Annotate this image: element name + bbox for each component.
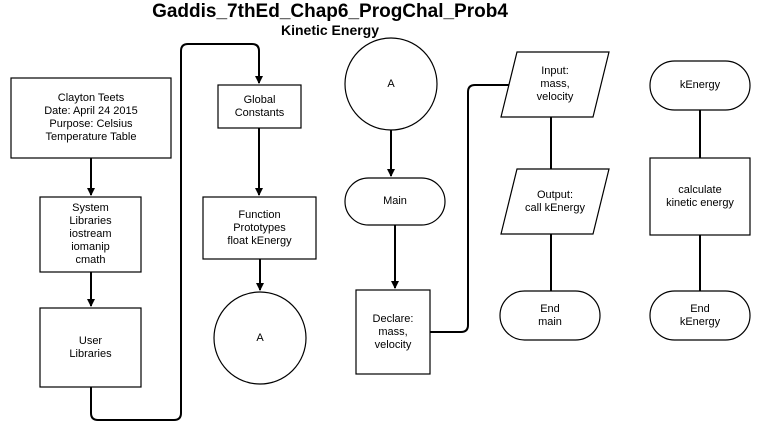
user-libraries-node [39, 307, 142, 388]
diagram-title: Gaddis_7thEd_Chap6_ProgChal_Prob4 [152, 1, 508, 22]
declare-node [355, 289, 431, 375]
global-constants-node [217, 84, 302, 129]
connector-out-node [213, 291, 307, 385]
end-kenergy-node [649, 290, 751, 341]
system-libraries-node [39, 196, 142, 273]
output-node [500, 168, 610, 235]
function-prototypes-node [202, 196, 317, 260]
calculate-node [649, 157, 751, 236]
main-node [344, 177, 446, 226]
end-main-node [499, 290, 601, 341]
input-node [500, 51, 610, 118]
edge-declare-to-input [430, 84, 509, 333]
diagram-subtitle: Kinetic Energy [280, 22, 380, 38]
connector-in-node [344, 37, 438, 131]
kenergy-node [649, 60, 751, 111]
header-node [10, 77, 172, 159]
edge-user-libraries-to-global-constants [90, 43, 263, 421]
